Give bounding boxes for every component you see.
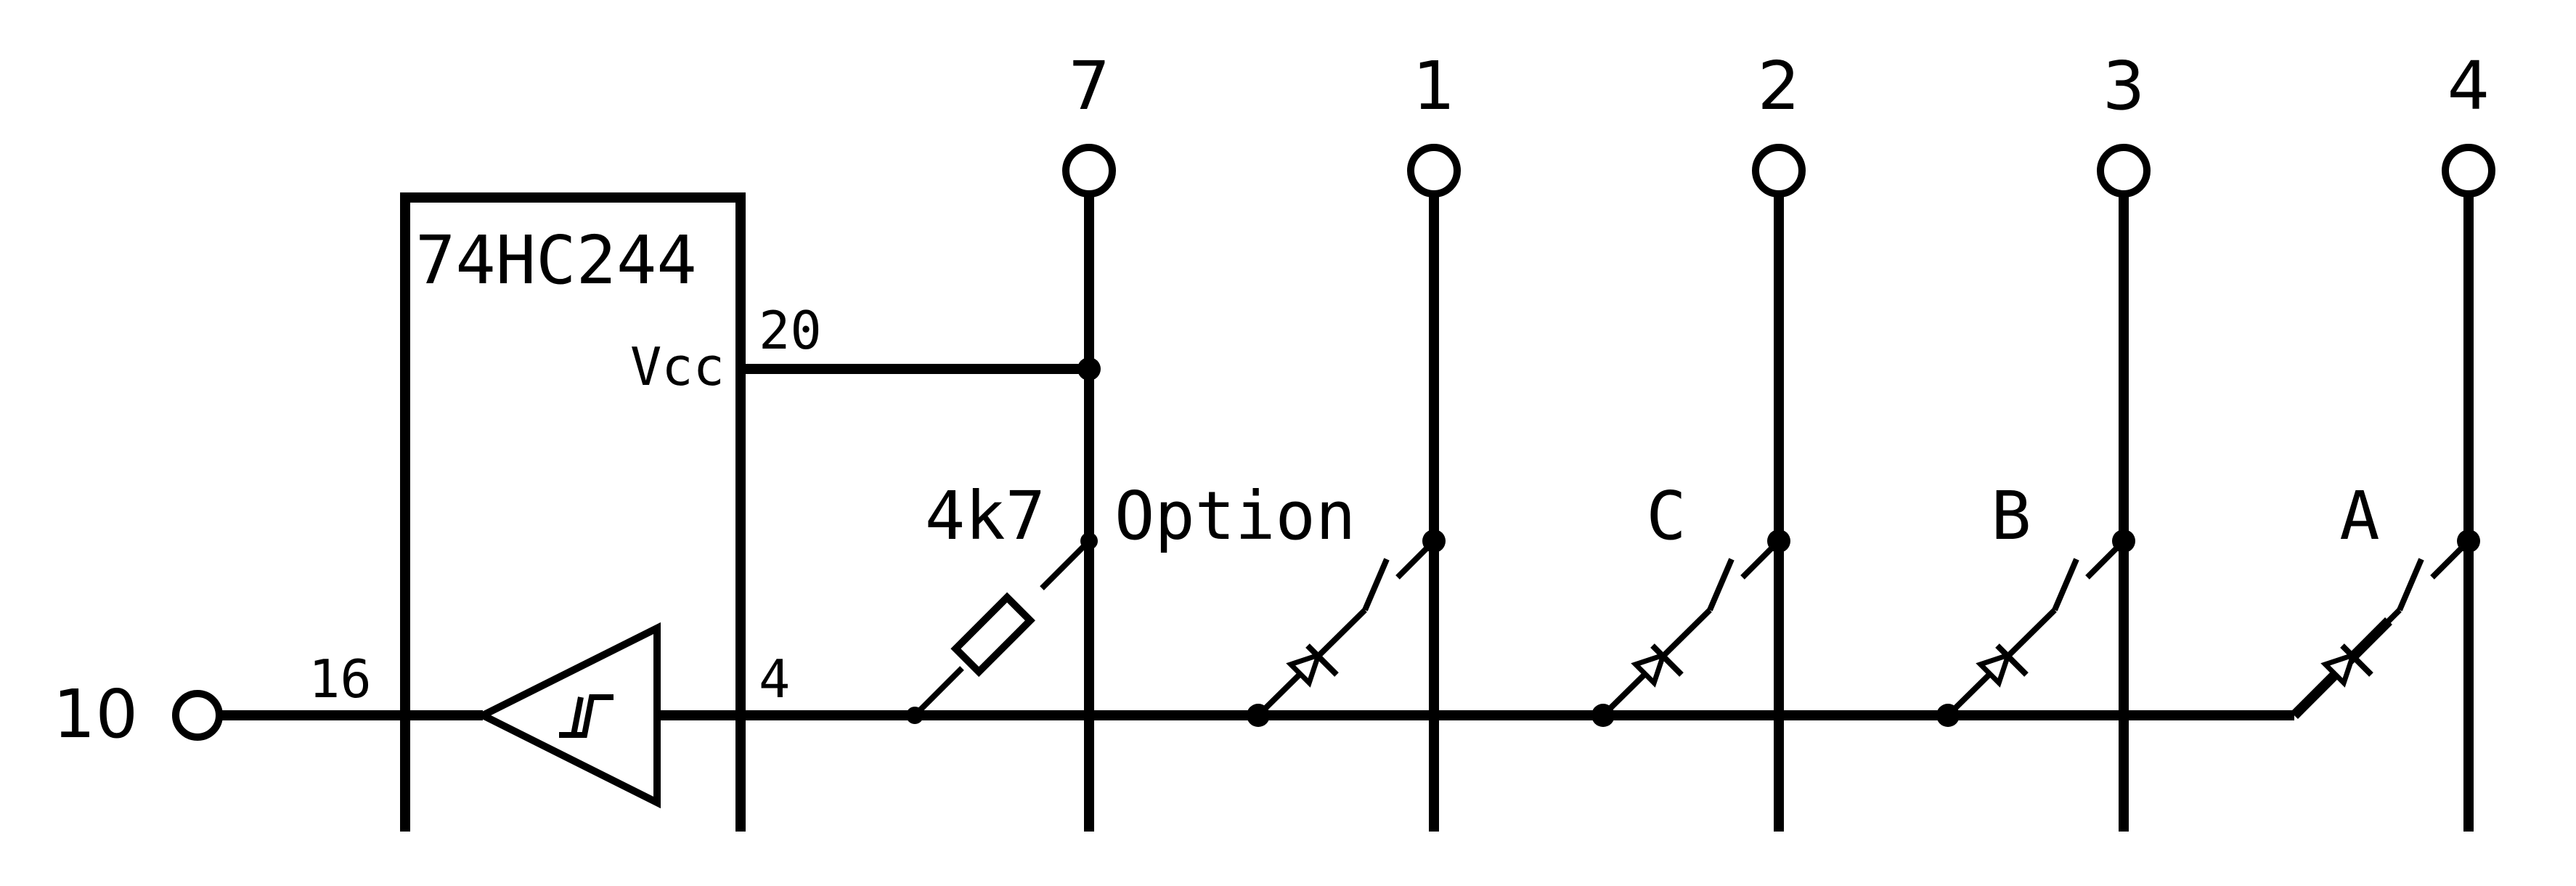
b-label: B	[1991, 477, 2031, 555]
b-diode-icon	[1976, 651, 2013, 688]
chip-pin-vcc: 20	[759, 300, 822, 361]
chip-outline	[400, 192, 746, 832]
connector-1-circle	[1407, 144, 1461, 198]
schmitt-icon	[559, 694, 614, 738]
chip-74hc244: 74HC244 Vcc 20 16 4	[309, 192, 822, 832]
connector-3-circle	[2097, 144, 2151, 198]
b-switch-blade	[2052, 558, 2079, 611]
connector-4-circle	[2442, 144, 2495, 198]
option-switch-blade	[1362, 558, 1390, 611]
resistor-lead-bottom	[913, 666, 964, 718]
chip-pin-in: 16	[309, 649, 372, 710]
input-connector-circle	[172, 690, 223, 741]
option-diode-bar	[1305, 643, 1339, 677]
resistor-lead-top	[1040, 539, 1091, 590]
option-label: Option	[1114, 477, 1356, 555]
chip-name: 74HC244	[415, 222, 697, 299]
switch-b: B	[1936, 477, 2135, 727]
connector-2-label: 2	[1758, 47, 1801, 125]
c-junction-line	[1767, 529, 1790, 553]
buffer-triangle	[474, 622, 661, 809]
chip-pin-out: 4	[759, 649, 790, 710]
a-junction-line	[2457, 529, 2480, 553]
resistor-body	[950, 592, 1035, 678]
resistor-junction-7	[1080, 532, 1098, 550]
connector-2-circle	[1752, 144, 1806, 198]
b-junction-bus	[1936, 704, 1960, 727]
connector-7-circle	[1062, 144, 1116, 198]
c-label: C	[1646, 477, 1686, 555]
chip-vcc-label: Vcc	[630, 336, 725, 397]
b-diode-bar	[1995, 643, 2029, 677]
b-junction-line	[2112, 529, 2135, 553]
a-diode-icon	[2320, 651, 2357, 688]
a-diode-bar	[2340, 643, 2373, 677]
option-junction-line	[1422, 529, 1446, 553]
input-connector-label: 10	[53, 675, 138, 753]
a-label: A	[2339, 477, 2379, 555]
schmitt-icon-upper	[571, 696, 584, 736]
option-diode-icon	[1286, 651, 1323, 688]
c-switch-blade	[1707, 558, 1735, 611]
a-switch-blade	[2397, 558, 2424, 611]
connector-4-label: 4	[2447, 47, 2490, 125]
option-junction-bus	[1247, 704, 1270, 727]
c-diode-bar	[1650, 643, 1684, 677]
connector-3-label: 3	[2103, 47, 2145, 125]
c-junction-bus	[1591, 704, 1615, 727]
schmitt-buffer	[474, 622, 661, 809]
resistor-label: 4k7	[925, 477, 1046, 555]
connector-1-label: 1	[1413, 47, 1456, 125]
resistor-junction-bus	[906, 707, 924, 724]
pullup-resistor: 4k7	[906, 477, 1098, 724]
switch-option: Option	[1114, 477, 1446, 727]
connector-7-label: 7	[1068, 47, 1111, 125]
c-diode-icon	[1631, 651, 1668, 688]
switch-a: A	[2292, 477, 2480, 718]
switch-c: C	[1591, 477, 1790, 727]
